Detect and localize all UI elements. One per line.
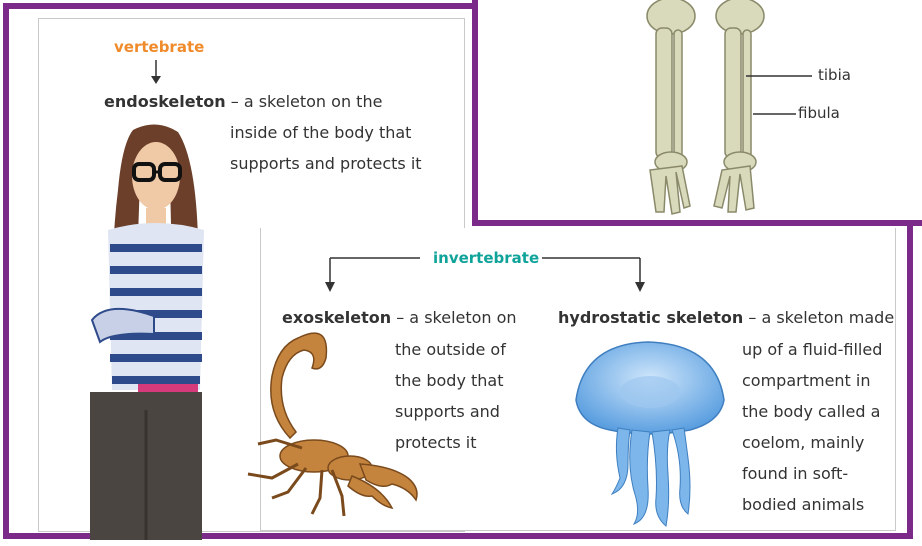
hydrostatic-def-6: found in soft-	[742, 458, 848, 489]
hydrostatic-def-1: – a skeleton made	[743, 308, 894, 327]
hydrostatic-def-2: up of a fluid-filled	[742, 334, 882, 365]
hydrostatic-line1: hydrostatic skeleton – a skeleton made	[558, 302, 894, 333]
hydrostatic-def-7: bodied animals	[742, 489, 864, 520]
endoskeleton-def-1: – a skeleton on the	[226, 92, 383, 111]
exoskeleton-def-1: – a skeleton on	[391, 308, 516, 327]
hydrostatic-def-5: coelom, mainly	[742, 427, 864, 458]
fibula-label: fibula	[798, 104, 840, 122]
hydrostatic-def-4: the body called a	[742, 396, 880, 427]
endoskeleton-line1: endoskeleton – a skeleton on the	[104, 86, 382, 117]
endoskeleton-def-3: supports and protects it	[230, 148, 422, 179]
endoskeleton-def-2: inside of the body that	[230, 117, 411, 148]
vertebrate-arrow	[146, 58, 166, 88]
endoskeleton-term: endoskeleton	[104, 92, 226, 111]
leg-bones-illustration	[478, 0, 922, 226]
hydrostatic-def-3: compartment in	[742, 365, 871, 396]
tibia-label: tibia	[818, 66, 851, 84]
girl-illustration	[78, 120, 228, 540]
hydrostatic-term: hydrostatic skeleton	[558, 308, 743, 327]
leg-bones-panel: tibia fibula	[472, 0, 922, 226]
invertebrate-label: invertebrate	[433, 243, 539, 274]
jellyfish-illustration	[570, 338, 730, 528]
scorpion-illustration	[232, 328, 432, 528]
exoskeleton-term: exoskeleton	[282, 308, 391, 327]
